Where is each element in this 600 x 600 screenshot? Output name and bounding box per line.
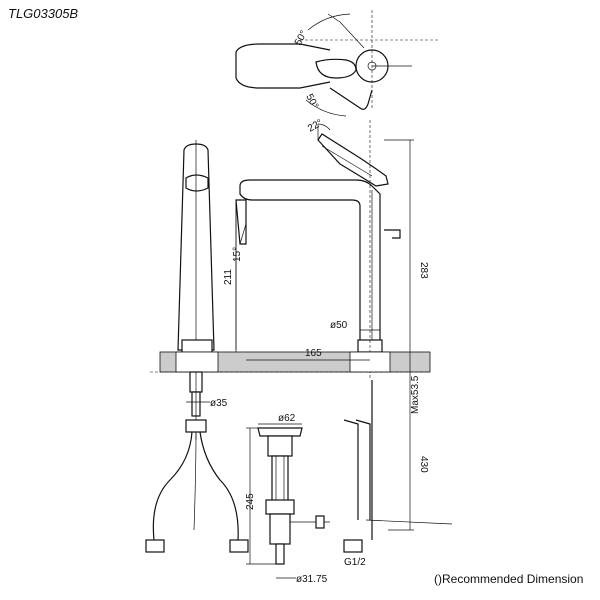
angle-lever: 22° xyxy=(306,118,325,135)
top-view: 50° 50° xyxy=(235,10,440,117)
pop-up-waste xyxy=(257,427,330,565)
base-diameter: ø50 xyxy=(330,320,348,331)
pull-rod xyxy=(343,380,453,553)
dimension-text: 22° 15° 211 283 ø50 165 Max53.5 ø35 ø62 … xyxy=(210,118,429,585)
mounting-shank xyxy=(185,371,207,440)
waste-diameter: ø31.75 xyxy=(296,574,328,585)
overall-height: 283 xyxy=(418,262,429,279)
waste-length: 245 xyxy=(245,493,256,510)
front-view xyxy=(235,120,401,380)
recommended-dimension-caption: ()Recommended Dimension xyxy=(434,572,584,586)
model-code: TLG03305B xyxy=(8,6,79,21)
side-view xyxy=(177,140,215,360)
supply-hoses xyxy=(145,431,249,553)
counter-top xyxy=(150,351,431,373)
shank-diameter: ø35 xyxy=(210,398,228,409)
hose-length: 430 xyxy=(418,456,429,473)
spout-reach: 165 xyxy=(305,348,322,359)
dimension-lines xyxy=(186,123,414,579)
max-counter: Max53.5 xyxy=(410,375,421,414)
thread-size: G1/2 xyxy=(344,557,366,568)
pop-up-diameter: ø62 xyxy=(278,413,296,424)
angle-spout: 15° xyxy=(232,247,243,262)
angle-top-upper: 50° xyxy=(293,29,310,48)
spout-height: 211 xyxy=(223,269,234,285)
